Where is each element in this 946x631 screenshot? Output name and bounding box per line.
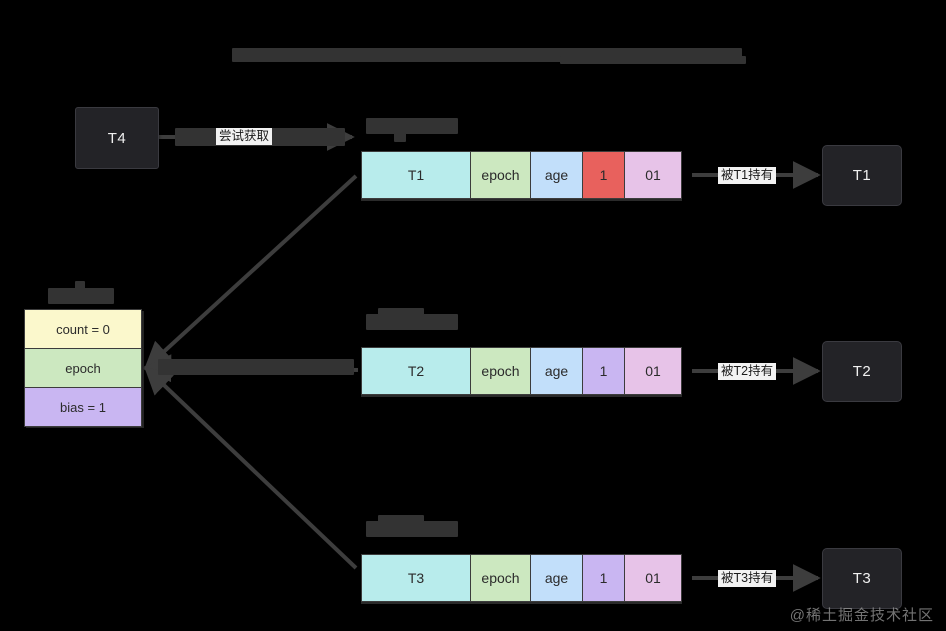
node-t1-label: T1 [852, 167, 872, 184]
record-row-3[interactable]: T3 epoch age 1 01 [361, 554, 682, 602]
record3-cell-bias: 1 [582, 554, 625, 602]
record2-cell-owner-label: T2 [407, 363, 425, 379]
record3-cell-owner: T3 [361, 554, 471, 602]
record1-cell-tag: 01 [624, 151, 682, 199]
record3-cell-age-label: age [544, 570, 569, 586]
edge-hub-to-record1 [143, 174, 358, 370]
state-row-epoch: epoch [24, 348, 142, 388]
record1-header-redaction [366, 118, 458, 134]
record3-header-redaction-tick [378, 515, 424, 522]
record1-cell-tag-label: 01 [645, 167, 661, 183]
record1-cell-owner-label: T1 [407, 167, 425, 183]
node-t2-label: T2 [852, 363, 872, 380]
state-row-count: count = 0 [24, 309, 142, 349]
record1-cell-age-label: age [544, 167, 569, 183]
record1-cell-bias: 1 [582, 151, 625, 199]
record3-cell-age: age [530, 554, 583, 602]
state-row-epoch-label: epoch [65, 360, 101, 376]
record1-cell-epoch: epoch [470, 151, 531, 199]
record2-cell-epoch-label: epoch [481, 363, 520, 379]
node-t3[interactable]: T3 [822, 548, 902, 609]
record3-owner-label: 被T3持有 [718, 570, 777, 587]
record2-header-redaction [366, 314, 458, 330]
record2-cell-epoch: epoch [470, 347, 531, 395]
record-row-2[interactable]: T2 epoch age 1 01 [361, 347, 682, 395]
state-box: count = 0 epoch bias = 1 [24, 309, 142, 427]
record1-cell-epoch-label: epoch [481, 167, 520, 183]
record2-cell-tag-label: 01 [645, 363, 661, 379]
state-box-header-redaction [48, 288, 114, 304]
node-t3-label: T3 [852, 570, 872, 587]
record2-cell-age-label: age [544, 363, 569, 379]
record3-cell-bias-label: 1 [599, 570, 608, 586]
record3-cell-epoch: epoch [470, 554, 531, 602]
record1-cell-owner: T1 [361, 151, 471, 199]
record-row-1[interactable]: T1 epoch age 1 01 [361, 151, 682, 199]
record2-cell-bias: 1 [582, 347, 625, 395]
record3-cell-owner-label: T3 [407, 570, 425, 586]
edge-t4-attempt-label: 尝试获取 [216, 128, 273, 145]
record1-owner-label: 被T1持有 [718, 167, 777, 184]
record3-cell-tag-label: 01 [645, 570, 661, 586]
watermark: @稀土掘金技术社区 [789, 607, 934, 624]
record3-cell-epoch-label: epoch [481, 570, 520, 586]
state-box-header-redaction-tick [75, 281, 85, 290]
record1-cell-bias-label: 1 [599, 167, 608, 183]
record3-header-redaction [366, 521, 458, 537]
node-t1[interactable]: T1 [822, 145, 902, 206]
record2-cell-tag: 01 [624, 347, 682, 395]
record2-owner-label: 被T2持有 [718, 363, 777, 380]
record2-cell-age: age [530, 347, 583, 395]
state-row-bias: bias = 1 [24, 387, 142, 427]
state-row-count-label: count = 0 [56, 321, 110, 337]
record2-cell-owner: T2 [361, 347, 471, 395]
node-t2[interactable]: T2 [822, 341, 902, 402]
node-t4-label: T4 [107, 129, 127, 147]
diagram-title-redaction-tail [560, 56, 746, 64]
record1-header-redaction-tick [394, 133, 406, 142]
edge-hub-middle-label-redaction [158, 359, 354, 375]
state-row-bias-label: bias = 1 [60, 399, 106, 415]
edge-hub-to-record3 [143, 366, 358, 570]
record1-cell-age: age [530, 151, 583, 199]
record2-cell-bias-label: 1 [599, 363, 608, 379]
record2-header-redaction-tick [378, 308, 424, 315]
record3-cell-tag: 01 [624, 554, 682, 602]
node-t4[interactable]: T4 [75, 107, 159, 169]
